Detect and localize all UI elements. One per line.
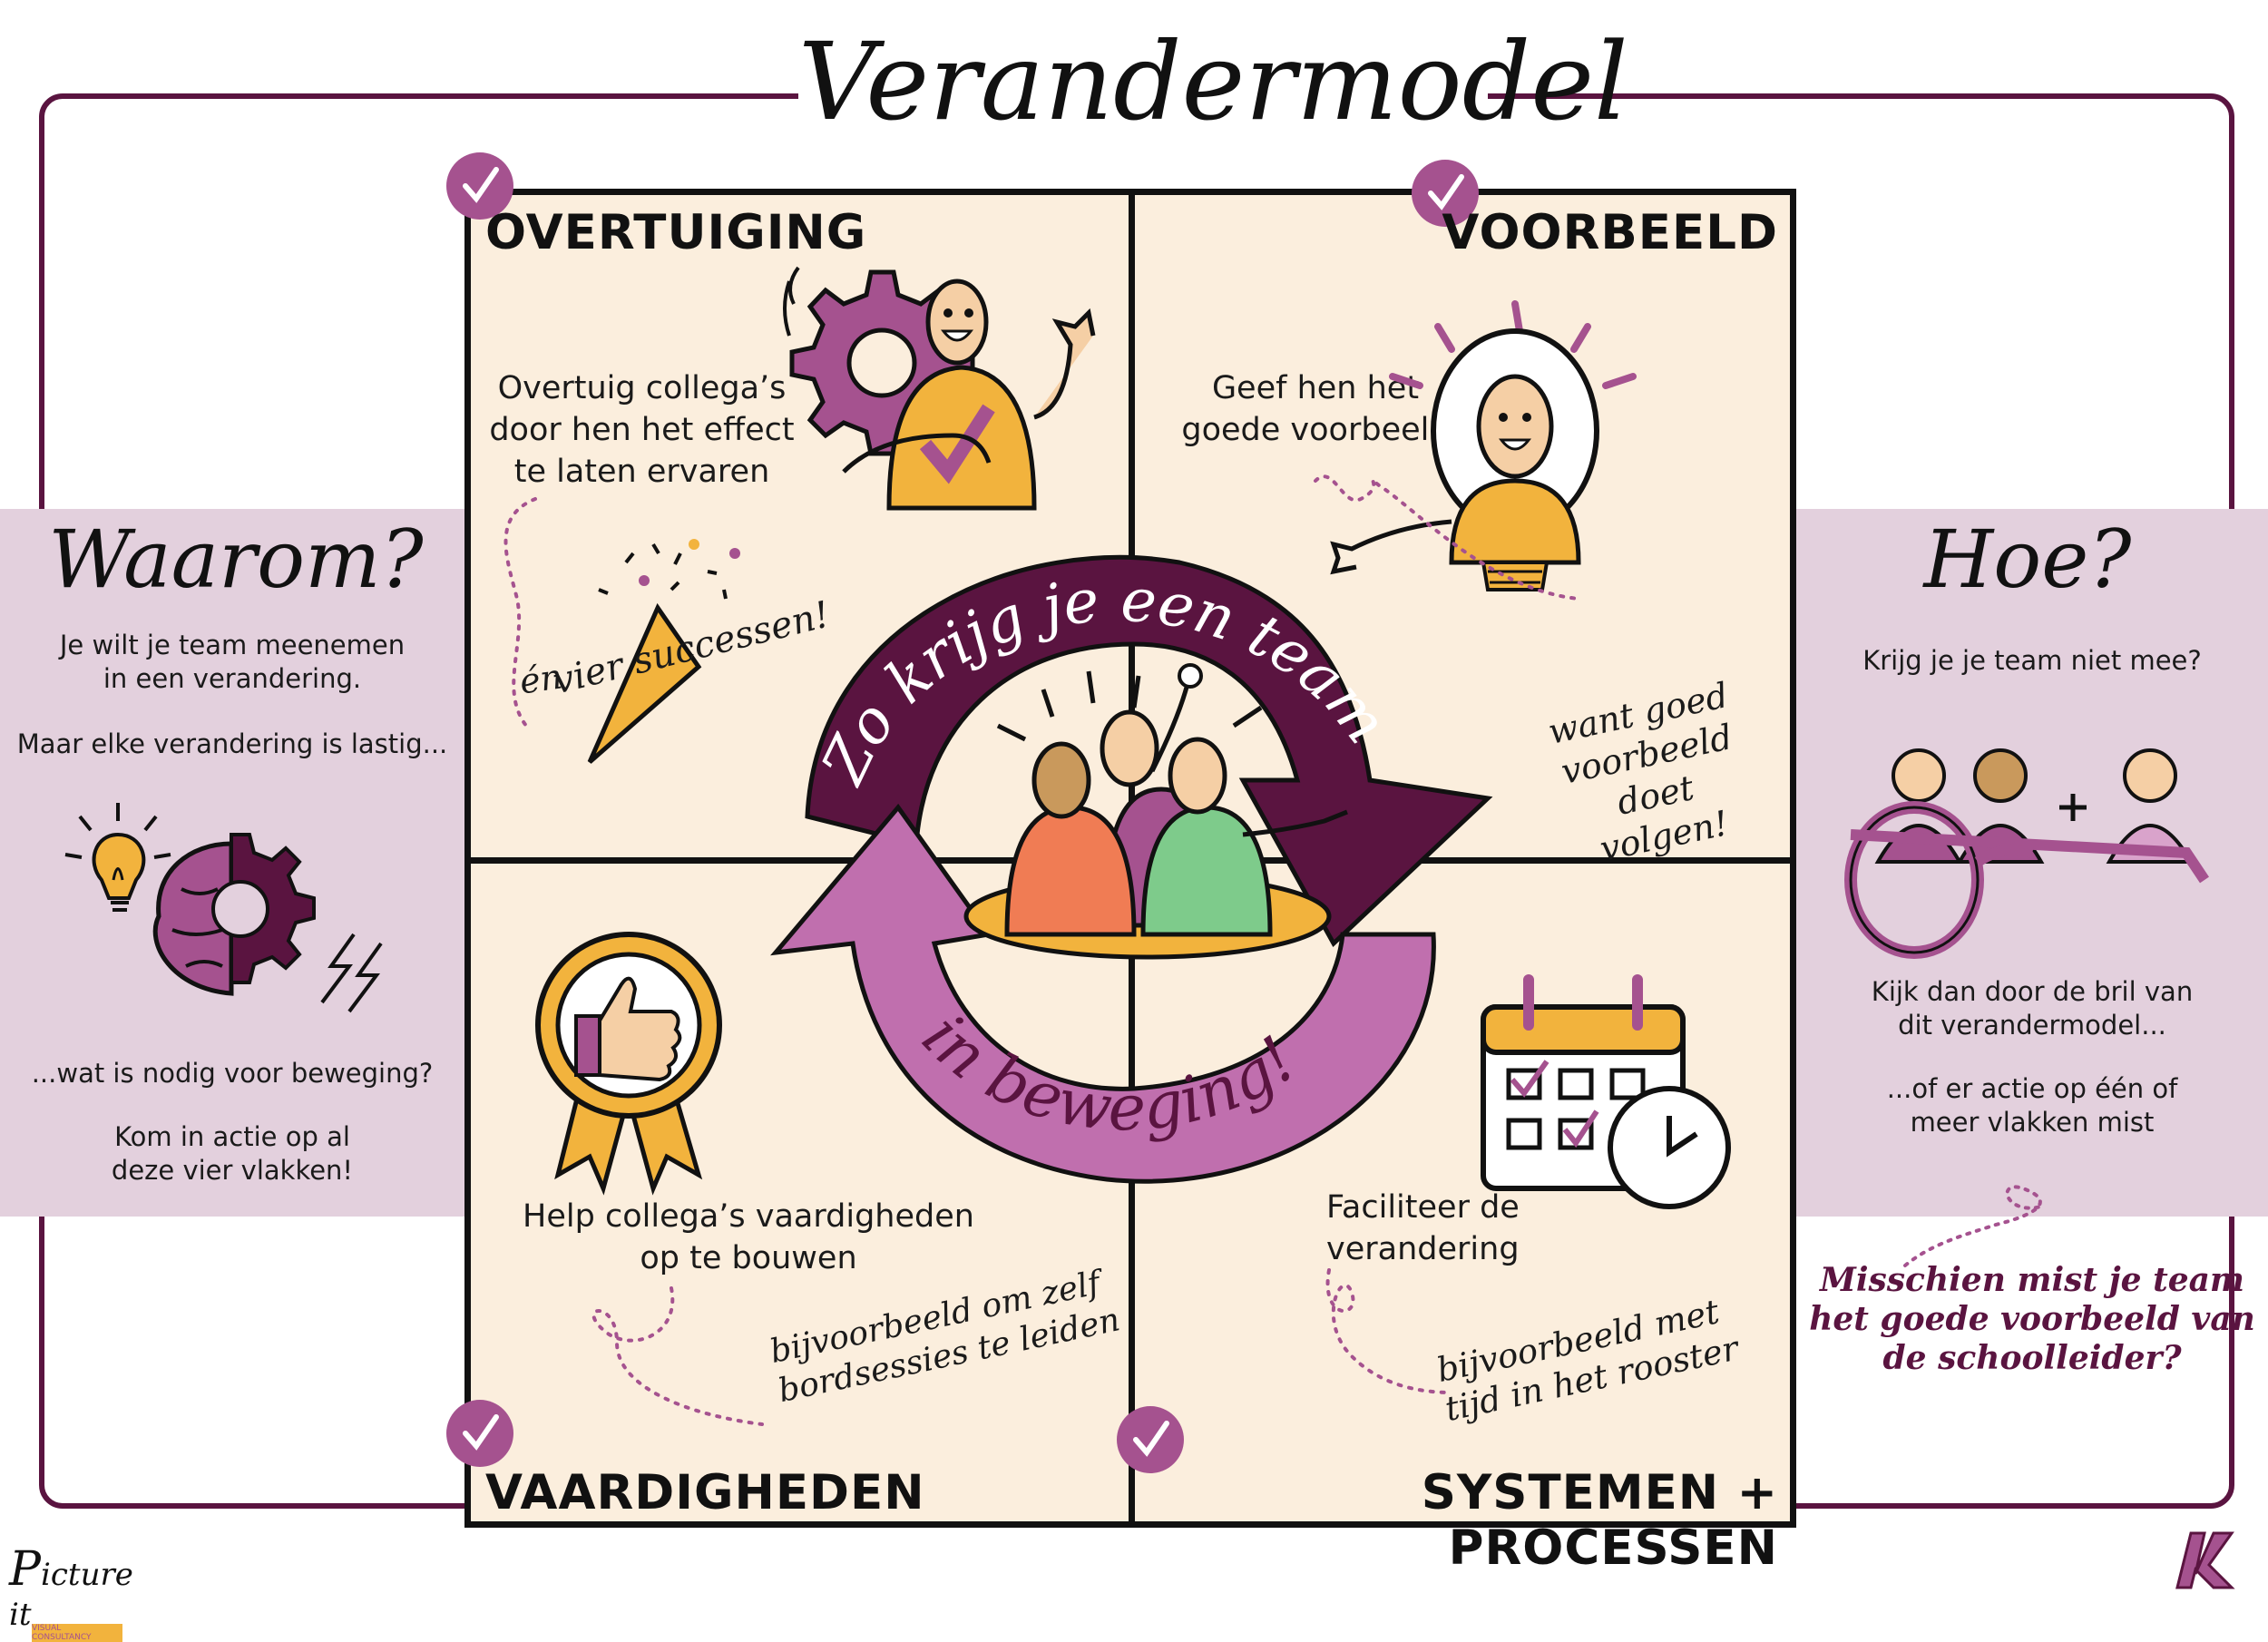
title-systemen: SYSTEMEN + PROCESSEN: [1421, 1465, 1778, 1576]
overtuiging-text: Overtuig collega’s door hen het effect t…: [481, 367, 803, 493]
systemen-text-2: verandering: [1326, 1231, 1520, 1267]
right-low: ...of er actie op één of meer vlakken mi…: [1796, 1072, 2268, 1139]
waarom-heading: Waarom?: [48, 513, 424, 606]
left-line-2: in een verandering.: [103, 663, 362, 694]
left-line-6: deze vier vlakken!: [111, 1155, 354, 1186]
overtuiging-text-1: Overtuig collega’s: [497, 370, 787, 406]
right-note: Misschien mist je team het goede voorbee…: [1805, 1261, 2259, 1378]
right-note-1: Misschien mist je team: [1819, 1261, 2245, 1299]
quadrant-overtuiging: [464, 189, 1132, 860]
right-line-5: meer vlakken mist: [1910, 1107, 2155, 1138]
systemen-text: Faciliteer de verandering: [1326, 1187, 1562, 1270]
overtuiging-text-3: te laten ervaren: [513, 454, 770, 490]
brand-logo-icon: [2175, 1531, 2235, 1589]
dotted-line-systemen: [1325, 1268, 1453, 1394]
title-vaardigheden: VAARDIGHEDEN: [485, 1465, 925, 1520]
party-horn-icon: [503, 497, 740, 764]
left-line-3: Maar elke verandering is lastig...: [16, 728, 448, 759]
vaardigheden-text: Help collega’s vaardigheden op te bouwen: [503, 1196, 993, 1279]
check-icon-overtuiging: [446, 152, 513, 220]
right-line-3: dit verandermodel...: [1898, 1010, 2166, 1041]
left-line-5: Kom in actie op al: [114, 1121, 350, 1152]
left-outro: Kom in actie op al deze vier vlakken!: [0, 1120, 464, 1188]
check-icon-voorbeeld: [1412, 160, 1479, 227]
thumbs-up-icon: [574, 976, 682, 1082]
right-line-2: Kijk dan door de bril van: [1871, 976, 2194, 1007]
title-voorbeeld: VOORBEELD: [1442, 205, 1778, 260]
page-title: Verandermodel: [798, 18, 1628, 145]
dotted-line-vaardigheden: [591, 1286, 764, 1426]
calendar-clock-icon: [1481, 974, 1731, 1209]
arrow-top-icon: [805, 554, 1493, 948]
left-line-1: Je wilt je team meenemen: [59, 630, 406, 660]
title-overtuiging: OVERTUIGING: [485, 205, 867, 260]
left-line-4: ...wat is nodig voor beweging?: [31, 1058, 434, 1089]
pictureit-logo: Picture it VISUAL CONSULTANCY: [9, 1542, 133, 1642]
team-glasses-icon: [1844, 748, 2209, 959]
brain-gear-icon: [64, 803, 383, 1013]
voorbeeld-text-1: Geef hen het: [1211, 370, 1420, 406]
systemen-text-1: Faciliteer de: [1326, 1189, 1520, 1226]
left-intro: Je wilt je team meenemen in een verander…: [0, 629, 464, 696]
voorbeeld-text: Geef hen het goede voorbeeld: [1170, 367, 1461, 451]
check-icon-systemen: [1117, 1406, 1184, 1473]
right-line-1: Krijg je je team niet mee?: [1862, 645, 2202, 676]
award-ribbon-icon: [535, 932, 722, 1196]
pictureit-logo-sub: VISUAL CONSULTANCY: [32, 1624, 122, 1642]
dotted-line-right: [1903, 1185, 2043, 1267]
clock-icon: [1608, 1086, 1731, 1209]
right-note-3: de schoolleider?: [1882, 1339, 2182, 1377]
pictureit-logo-initial: P: [9, 1542, 41, 1597]
right-mid: Kijk dan door de bril van dit verandermo…: [1796, 975, 2268, 1042]
vaardigheden-text-1: Help collega’s vaardigheden: [523, 1198, 974, 1235]
voorbeeld-text-2: goede voorbeeld: [1181, 412, 1450, 448]
lightbulb-icon: [64, 803, 171, 912]
overtuiging-text-2: door hen het effect: [489, 412, 795, 448]
arrow-bottom-icon: [770, 803, 1436, 1184]
hoe-heading: Hoe?: [1923, 513, 2132, 606]
gear-person-icon: [783, 266, 1096, 511]
check-icon-vaardigheden: [446, 1400, 513, 1467]
right-note-2: het goede voorbeeld van: [1809, 1300, 2255, 1338]
right-line-4: ...of er actie op één of: [1886, 1073, 2178, 1104]
vaardigheden-text-2: op te bouwen: [640, 1240, 857, 1276]
lightbulb-person-icon: [1314, 300, 1637, 601]
team-group-icon: [963, 663, 1348, 960]
